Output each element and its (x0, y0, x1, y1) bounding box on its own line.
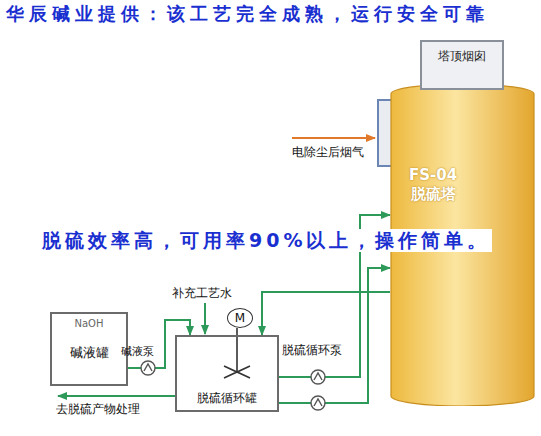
pump-label: 碱液泵 (121, 345, 154, 358)
pipe-connector (279, 268, 390, 403)
inlet-flange (378, 100, 392, 166)
outlet-label: 去脱硫产物处理 (56, 402, 140, 416)
pump-label: 脱硫循环泵 (282, 343, 342, 357)
node-text: 塔顶烟囱 (422, 48, 502, 65)
pipe-connector (128, 320, 190, 368)
flue-gas-label: 电除尘后烟气 (292, 145, 364, 159)
node-text: 碱液罐 (52, 344, 126, 362)
flue-gas-arrow (292, 137, 375, 139)
pipe-connector (236, 328, 238, 335)
product-outlet (58, 395, 175, 397)
pipe-connector (262, 292, 390, 335)
motor-circle: M (227, 308, 253, 328)
chimney-box: 塔顶烟囱 (420, 40, 504, 90)
header-note: 华辰碱业提供：该工艺完全成熟，运行安全可靠 (6, 3, 489, 25)
pump-symbol (141, 361, 325, 410)
circulation-tank: 脱硫循环罐 (175, 335, 279, 412)
water-label: 补充工艺水 (172, 286, 232, 300)
node-text: FS-04 脱硫塔 (402, 166, 464, 204)
slogan-note: 脱硫效率高，可用率90%以上，操作简单。 (40, 229, 492, 252)
node-text: M (228, 311, 252, 325)
agitator (224, 335, 250, 378)
water-line (204, 303, 206, 334)
node-text: 脱硫循环罐 (177, 390, 277, 407)
naoh-tank: NaOH 碱液罐 (50, 312, 128, 386)
node-text: NaOH (52, 318, 126, 329)
